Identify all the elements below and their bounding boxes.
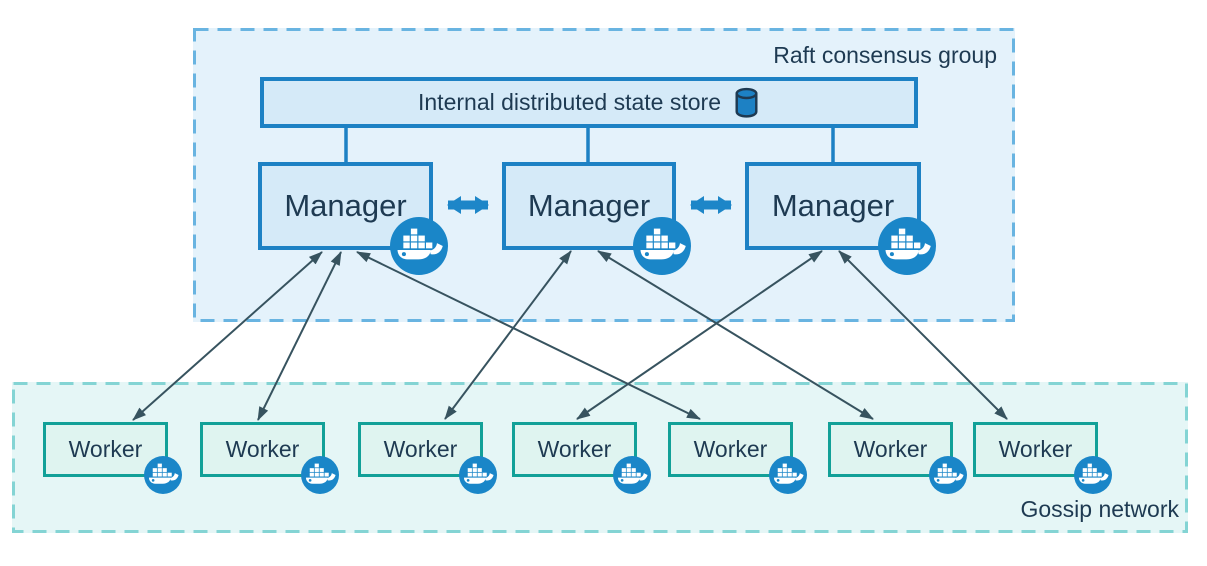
- docker-whale-icon: [769, 456, 807, 494]
- manager-label: Manager: [284, 188, 407, 223]
- worker-label: Worker: [693, 436, 768, 462]
- manager-label: Manager: [527, 188, 651, 223]
- worker-node: Worker: [512, 422, 637, 477]
- worker-label: Worker: [68, 436, 143, 462]
- docker-whale-icon: [633, 217, 691, 275]
- worker-node: Worker: [200, 422, 325, 477]
- worker-node: Worker: [973, 422, 1098, 477]
- docker-whale-icon: [929, 456, 967, 494]
- docker-whale-icon: [459, 456, 497, 494]
- docker-whale-icon: [301, 456, 339, 494]
- worker-node: Worker: [43, 422, 168, 477]
- worker-node: Worker: [358, 422, 483, 477]
- docker-whale-icon: [390, 217, 448, 275]
- raft-group-label: Raft consensus group: [773, 42, 997, 68]
- database-cylinder-icon: [733, 87, 760, 118]
- docker-whale-icon: [144, 456, 182, 494]
- manager-node: Manager: [745, 162, 921, 250]
- worker-label: Worker: [998, 436, 1073, 462]
- docker-whale-icon: [1074, 456, 1112, 494]
- docker-whale-icon: [613, 456, 651, 494]
- gossip-network-label: Gossip network: [1020, 496, 1179, 522]
- worker-node: Worker: [668, 422, 793, 477]
- worker-label: Worker: [853, 436, 928, 462]
- manager-node: Manager: [502, 162, 676, 250]
- worker-label: Worker: [383, 436, 458, 462]
- state-store-node: Internal distributed state store: [260, 77, 918, 128]
- docker-whale-icon: [878, 217, 936, 275]
- state-store-label: Internal distributed state store: [418, 89, 721, 115]
- worker-label: Worker: [225, 436, 300, 462]
- manager-label: Manager: [771, 188, 895, 223]
- worker-node: Worker: [828, 422, 953, 477]
- worker-label: Worker: [537, 436, 612, 462]
- manager-node: Manager: [258, 162, 433, 250]
